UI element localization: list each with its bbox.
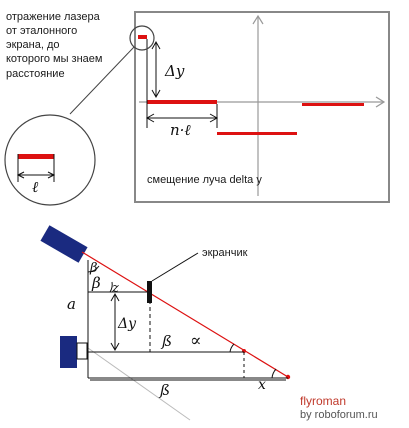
panel-horizontal-arrow [375, 96, 386, 108]
laser-emitter-body [40, 225, 88, 263]
dy-arrow-up [151, 40, 161, 50]
label-a: a [67, 295, 76, 313]
reflection-segment-1 [147, 100, 217, 104]
label-alpha: ∝ [190, 331, 202, 351]
zoom-source-circle [129, 25, 155, 51]
top-caption: отражение лазера от эталонного экрана, д… [6, 11, 102, 80]
reflection-segment-3 [302, 103, 364, 106]
credits: flyroman by roboforum.ru [300, 394, 378, 421]
zoom-l-label: ℓ [32, 178, 38, 196]
zoom-arrow-right [47, 171, 56, 179]
nl-arrow-left [145, 113, 155, 123]
label-z: z [111, 281, 119, 296]
label-b-mid: ß [160, 332, 172, 350]
caption-line-2: от эталонного [6, 25, 77, 37]
zoom-callout: ℓ [4, 25, 155, 206]
panel-dy-label: Δy [164, 62, 185, 80]
bottom-dy-arrow-down [110, 342, 120, 352]
laser-emitter [40, 225, 88, 263]
dy-arrow-down [151, 89, 161, 99]
label-beta-mid: β [91, 274, 101, 292]
label-b-bottom: ß [158, 381, 170, 399]
geometry-diagram: экранчик a β β z Δy ß ∝ x ß [40, 225, 291, 421]
zoom-arrow-left [16, 171, 25, 179]
panel-caption: смещение луча delta y [147, 174, 262, 186]
reference-reflection-mark [138, 35, 147, 39]
small-screen [147, 281, 152, 303]
panel-frame [134, 11, 390, 203]
caption-line-3: экрана, до [6, 39, 60, 51]
author-credit: flyroman [300, 394, 346, 408]
panel-vertical-arrow [252, 14, 264, 25]
alpha-arc [229, 343, 235, 353]
panel-nl-label: n·ℓ [170, 121, 191, 139]
nl-arrow-right [209, 113, 219, 123]
device-body [60, 336, 77, 368]
reflection-segment-2 [217, 132, 297, 135]
screen-label: экранчик [202, 247, 248, 259]
label-beta-top: β [89, 261, 98, 276]
zoom-connector-line [69, 46, 135, 115]
caption-line-5: расстояние [6, 68, 65, 80]
x-arc [271, 368, 277, 379]
bottom-dy-arrow-up [110, 292, 120, 302]
caption-line-1: отражение лазера [6, 11, 101, 23]
screen-leader-line [151, 252, 199, 282]
zoom-detail-circle [4, 114, 96, 206]
zoom-reflection-mark [18, 154, 54, 159]
beta-top-arc [87, 265, 100, 273]
beam-end-dot [285, 374, 291, 380]
auxiliary-line [87, 347, 191, 421]
device-lens [76, 342, 88, 360]
laser-beam [81, 251, 289, 378]
site-credit: by roboforum.ru [300, 409, 378, 421]
label-x: x [258, 377, 266, 393]
label-dy: Δy [117, 316, 137, 332]
beta-mid-arc [109, 281, 113, 293]
screen-panel: Δy n·ℓ смещение луча delta y [134, 11, 390, 203]
caption-line-4: которого мы знаем [6, 53, 102, 65]
